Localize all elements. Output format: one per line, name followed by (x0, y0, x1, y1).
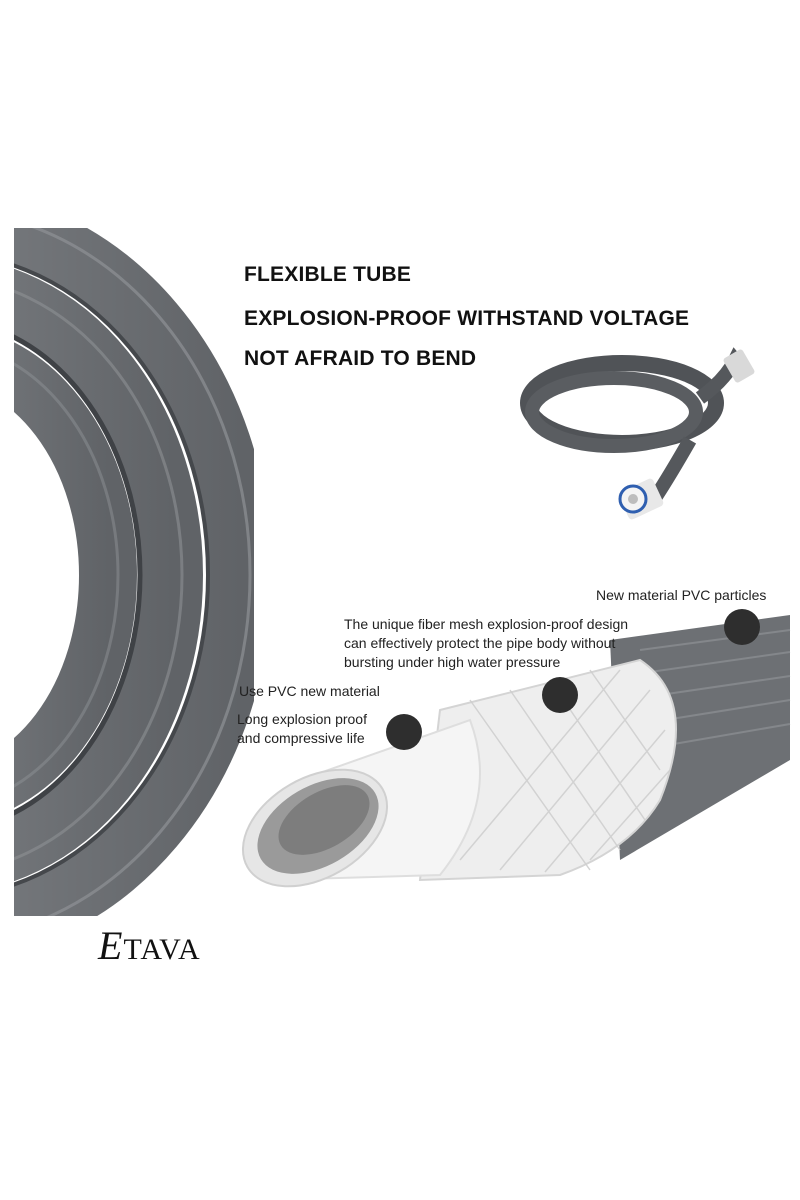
callout-dot-fiber-mesh (542, 677, 578, 713)
headline-not-afraid-to-bend: NOT AFRAID TO BEND (244, 347, 477, 370)
brand-logo-initial: E (98, 923, 124, 968)
callout-pvc-new-material: Use PVC new material (239, 683, 380, 699)
callout-dot-pvc-particles (724, 609, 760, 645)
brand-logo-text: TAVA (123, 933, 201, 966)
callout-fiber-mesh-line1: The unique fiber mesh explosion-proof de… (344, 616, 629, 632)
headline-explosion-proof: EXPLOSION-PROOF WITHSTAND VOLTAGE (244, 307, 690, 330)
callout-fiber-mesh: The unique fiber mesh explosion-proof de… (344, 615, 628, 672)
callout-long-life: Long explosion proof and compressive lif… (237, 710, 367, 748)
callout-pvc-particles: New material PVC particles (596, 587, 767, 603)
callout-fiber-mesh-line2: can effectively protect the pipe body wi… (344, 635, 616, 651)
hose-cutaway-diagram (241, 615, 791, 888)
headline-flexible-tube: FLEXIBLE TUBE (244, 263, 412, 286)
brand-logo: ETAVA (98, 922, 201, 969)
callout-fiber-mesh-line3: bursting under high water pressure (344, 654, 561, 670)
hose-product-thumbnail (520, 347, 755, 520)
callout-long-life-line2: and compressive life (237, 730, 365, 746)
callout-dot-long-life (386, 714, 422, 750)
callout-long-life-line1: Long explosion proof (237, 711, 367, 727)
